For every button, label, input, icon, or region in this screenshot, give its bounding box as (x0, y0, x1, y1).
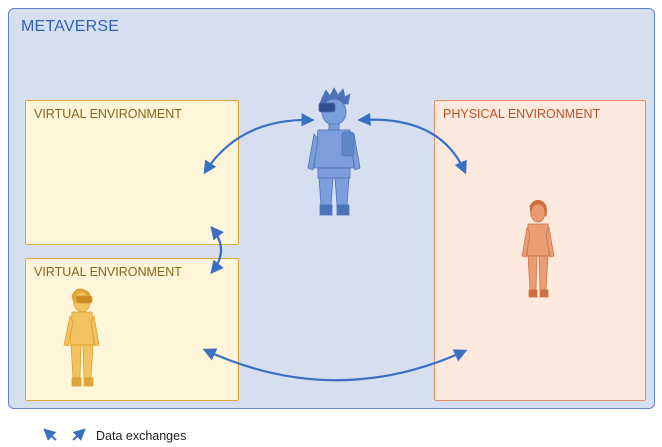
virtual-environment-bottom: VIRTUAL ENVIRONMENT (25, 258, 239, 401)
legend: Data exchanges (90, 426, 186, 446)
metaverse-title: METAVERSE (21, 18, 120, 35)
virtual-environment-top-label: VIRTUAL ENVIRONMENT (34, 107, 182, 121)
physical-environment-label: PHYSICAL ENVIRONMENT (443, 107, 601, 121)
virtual-environment-bottom-label: VIRTUAL ENVIRONMENT (34, 265, 182, 279)
bidirectional-arrows-icon (43, 428, 86, 441)
virtual-environment-top: VIRTUAL ENVIRONMENT (25, 100, 239, 245)
physical-environment: PHYSICAL ENVIRONMENT (434, 100, 646, 401)
legend-label: Data exchanges (96, 429, 187, 443)
